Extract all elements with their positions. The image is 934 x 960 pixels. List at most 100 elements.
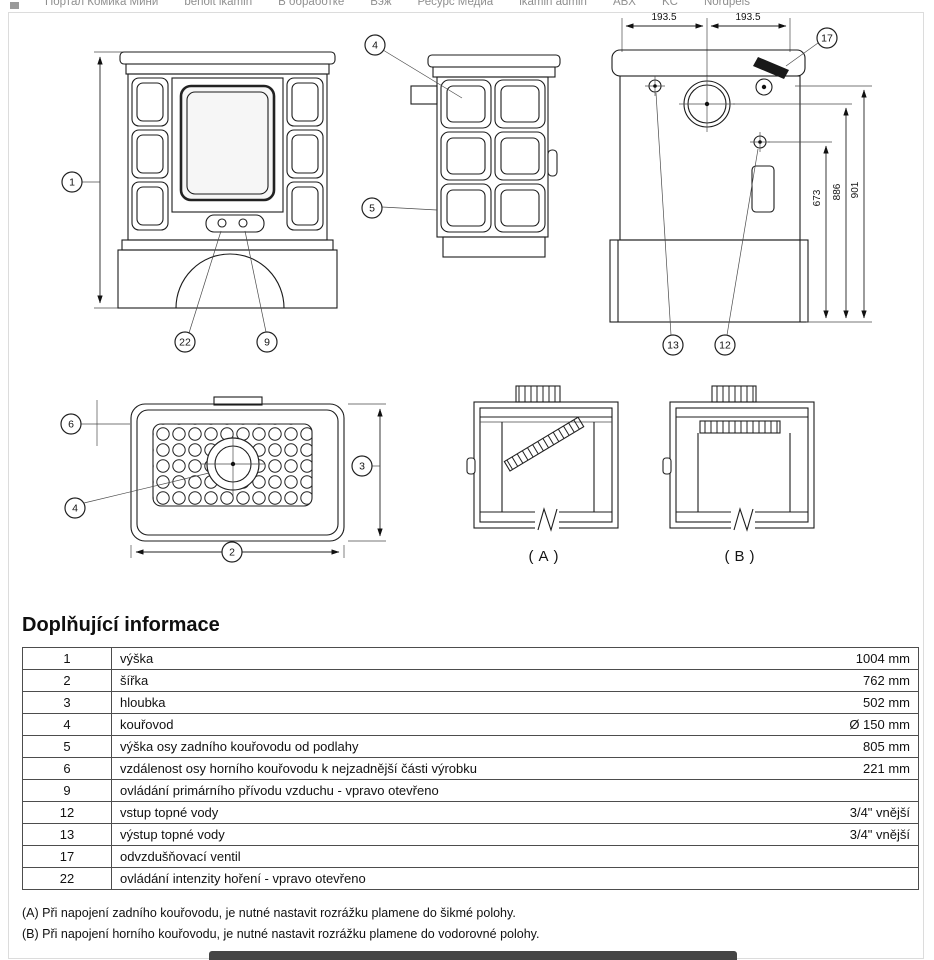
dim-label: 193.5 — [651, 12, 676, 23]
svg-text:17: 17 — [821, 33, 833, 45]
callout-4-bottom: 4 — [64, 497, 86, 519]
dim-label: 886 — [832, 183, 843, 200]
row-number: 5 — [22, 735, 112, 758]
callout-9: 9 — [256, 331, 278, 353]
row-description: odvzdušňovací ventil — [111, 845, 752, 868]
toolbar-item[interactable]: В обработке — [278, 0, 345, 8]
row-number: 13 — [22, 823, 112, 846]
toolbar-item[interactable]: Ресурс Медиа — [417, 0, 494, 8]
row-value: 3/4" vnější — [752, 823, 919, 846]
svg-text:9: 9 — [264, 337, 270, 349]
callout-13: 13 — [662, 334, 684, 356]
table-row: 22 ovládání intenzity hoření - vpravo ot… — [22, 867, 919, 890]
svg-text:13: 13 — [667, 340, 679, 352]
row-value — [752, 779, 919, 802]
row-description: hloubka — [111, 691, 752, 714]
page-title: Doplňující informace — [22, 614, 220, 636]
svg-text:6: 6 — [68, 419, 74, 431]
row-number: 6 — [22, 757, 112, 780]
row-value: 3/4" vnější — [752, 801, 919, 824]
row-number: 17 — [22, 845, 112, 868]
row-value: Ø 150 mm — [752, 713, 919, 736]
toolbar-item[interactable]: Вэж — [370, 0, 392, 8]
callout-2: 2 — [221, 541, 243, 563]
view-rear: 193.5 193.5 — [609, 12, 872, 336]
row-description: výška — [111, 647, 752, 670]
technical-drawing: 193.5 193.5 — [60, 12, 872, 565]
row-description: ovládání primárního přívodu vzduchu - vp… — [111, 779, 752, 802]
section-a-label: (A) — [529, 548, 564, 565]
svg-text:4: 4 — [72, 503, 78, 515]
view-top — [81, 396, 386, 558]
row-value: 1004 mm — [752, 647, 919, 670]
dim-label: 193.5 — [735, 12, 760, 23]
section-view-a: (A) — [466, 385, 619, 565]
row-description: výstup topné vody — [111, 823, 752, 846]
callout-1: 1 — [61, 171, 83, 193]
site-icon — [10, 2, 19, 9]
row-number: 2 — [22, 669, 112, 692]
row-number: 22 — [22, 867, 112, 890]
svg-text:12: 12 — [719, 340, 731, 352]
callout-4-top: 4 — [364, 34, 386, 56]
footnote-a: (A) Při napojení zadního kouřovodu, je n… — [22, 906, 516, 920]
svg-text:5: 5 — [369, 203, 375, 215]
row-description: šířka — [111, 669, 752, 692]
table-row: 12 vstup topné vody 3/4" vnější — [22, 801, 919, 824]
table-row: 6 vzdálenost osy horního kouřovodu k nej… — [22, 757, 919, 780]
toolbar-item[interactable]: Nordpeis — [703, 0, 750, 8]
row-value — [752, 845, 919, 868]
svg-text:1: 1 — [69, 177, 75, 189]
table-row: 3 hloubka 502 mm — [22, 691, 919, 714]
view-front — [82, 51, 338, 334]
info-section: Doplňující informace 1 výška 1004 mm 2 š… — [22, 614, 919, 948]
table-row: 9 ovládání primárního přívodu vzduchu - … — [22, 779, 919, 802]
callout-3: 3 — [351, 455, 373, 477]
row-description: kouřovod — [111, 713, 752, 736]
footnote-b: (B) Při napojení horního kouřovodu, je n… — [22, 927, 540, 941]
svg-text:22: 22 — [179, 337, 191, 349]
toolbar-item[interactable]: benoit ikamin — [184, 0, 253, 8]
row-value: 805 mm — [752, 735, 919, 758]
admin-toolbar: Портал Комика Мини benoit ikamin В обраб… — [0, 0, 934, 12]
row-value — [752, 867, 919, 890]
section-view-b: (B) — [662, 385, 815, 565]
vent-valve-icon — [753, 57, 789, 79]
toolbar-item[interactable]: ABX — [612, 0, 636, 8]
table-row: 17 odvzdušňovací ventil — [22, 845, 919, 868]
toolbar-item[interactable]: ikamin admin — [519, 0, 587, 8]
callout-17: 17 — [816, 27, 838, 49]
svg-text:2: 2 — [229, 547, 235, 559]
row-description: ovládání intenzity hoření - vpravo otevř… — [111, 867, 752, 890]
table-row: 4 kouřovod Ø 150 mm — [22, 713, 919, 736]
table-row: 2 šířka 762 mm — [22, 669, 919, 692]
section-b-label: (B) — [725, 548, 760, 565]
row-value: 762 mm — [752, 669, 919, 692]
info-table: 1 výška 1004 mm 2 šířka 762 mm 3 hloubka… — [22, 647, 919, 890]
table-row: 5 výška osy zadního kouřovodu od podlahy… — [22, 735, 919, 758]
row-number: 3 — [22, 691, 112, 714]
row-number: 1 — [22, 647, 112, 670]
dim-label: 901 — [850, 181, 861, 198]
footer-bar — [209, 951, 737, 960]
svg-text:4: 4 — [372, 40, 378, 52]
callout-12: 12 — [714, 334, 736, 356]
footnotes: (A) Při napojení zadního kouřovodu, je n… — [22, 906, 919, 941]
row-number: 12 — [22, 801, 112, 824]
row-value: 221 mm — [752, 757, 919, 780]
row-description: výška osy zadního kouřovodu od podlahy — [111, 735, 752, 758]
toolbar-item[interactable]: KC — [661, 0, 678, 8]
table-row: 1 výška 1004 mm — [22, 647, 919, 670]
callout-5: 5 — [361, 197, 383, 219]
row-description: vstup topné vody — [111, 801, 752, 824]
callout-22: 22 — [174, 331, 196, 353]
row-number: 9 — [22, 779, 112, 802]
view-side — [381, 49, 561, 258]
svg-text:3: 3 — [359, 461, 365, 473]
callout-6: 6 — [60, 413, 82, 435]
dim-label: 673 — [812, 189, 823, 206]
row-number: 4 — [22, 713, 112, 736]
toolbar-item[interactable]: Портал Комика Мини — [45, 0, 159, 8]
row-description: vzdálenost osy horního kouřovodu k nejza… — [111, 757, 752, 780]
